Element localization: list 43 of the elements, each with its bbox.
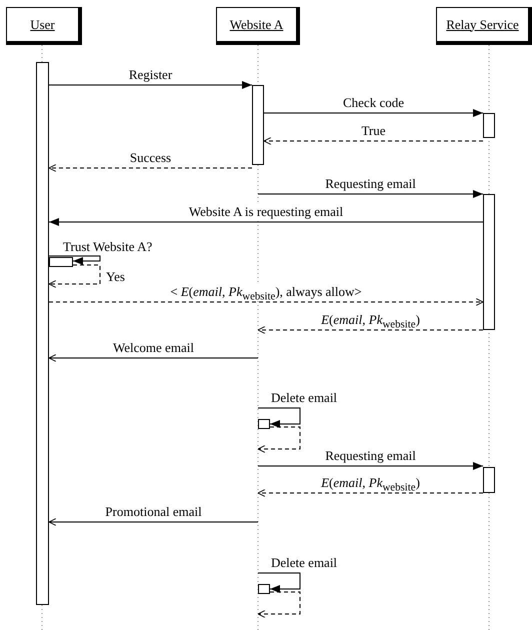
activation-bar: [483, 194, 495, 330]
message-label: E(email, Pk$_{website}$): [320, 312, 421, 327]
participant-box: User: [6, 7, 82, 45]
return-arrow: [258, 426, 300, 453]
activation-bar: [36, 62, 49, 605]
message-label: Promotional email: [104, 504, 203, 519]
message-label: < E(email, Pk$_{website}$), always allow>: [169, 284, 363, 299]
message-label: Success: [128, 150, 172, 165]
activation-bar: [483, 467, 495, 493]
activation-bar: [258, 584, 270, 594]
message-arrow: [258, 408, 300, 428]
message-label: Website A is requesting email: [188, 204, 344, 219]
return-arrow: [258, 489, 484, 497]
return-arrow: [258, 326, 484, 334]
message-label: Delete email: [270, 555, 338, 570]
message-label: Check code: [342, 95, 405, 110]
message-label: E(email, Pk$_{website}$): [320, 475, 421, 490]
message-arrow: [264, 109, 484, 117]
message-arrow: [48, 218, 484, 226]
activation-bar: [252, 85, 264, 165]
participant-box: Relay Service: [436, 7, 532, 45]
message-arrow: [258, 572, 300, 593]
return-arrow: [48, 298, 484, 306]
return-arrow: [48, 264, 100, 288]
message-label: Requesting email: [324, 448, 417, 463]
message-label: Requesting email: [324, 176, 417, 191]
message-label: Trust Website A?: [62, 239, 154, 254]
message-arrow: [258, 462, 484, 470]
activation-bar: [258, 419, 270, 429]
message-arrow: [48, 518, 258, 526]
message-arrow: [48, 81, 252, 89]
message-label: Delete email: [270, 390, 338, 405]
return-arrow: [258, 592, 300, 618]
message-label: Register: [128, 67, 174, 82]
return-arrow: [48, 164, 252, 172]
message-arrow: [48, 354, 258, 362]
message-arrow: [258, 190, 484, 198]
message-arrow: [48, 256, 100, 265]
return-arrow: [264, 137, 484, 145]
message-label: Welcome email: [112, 340, 195, 355]
activation-bar: [49, 257, 73, 267]
activation-bar: [483, 113, 495, 138]
participant-box: Website A: [216, 7, 300, 45]
